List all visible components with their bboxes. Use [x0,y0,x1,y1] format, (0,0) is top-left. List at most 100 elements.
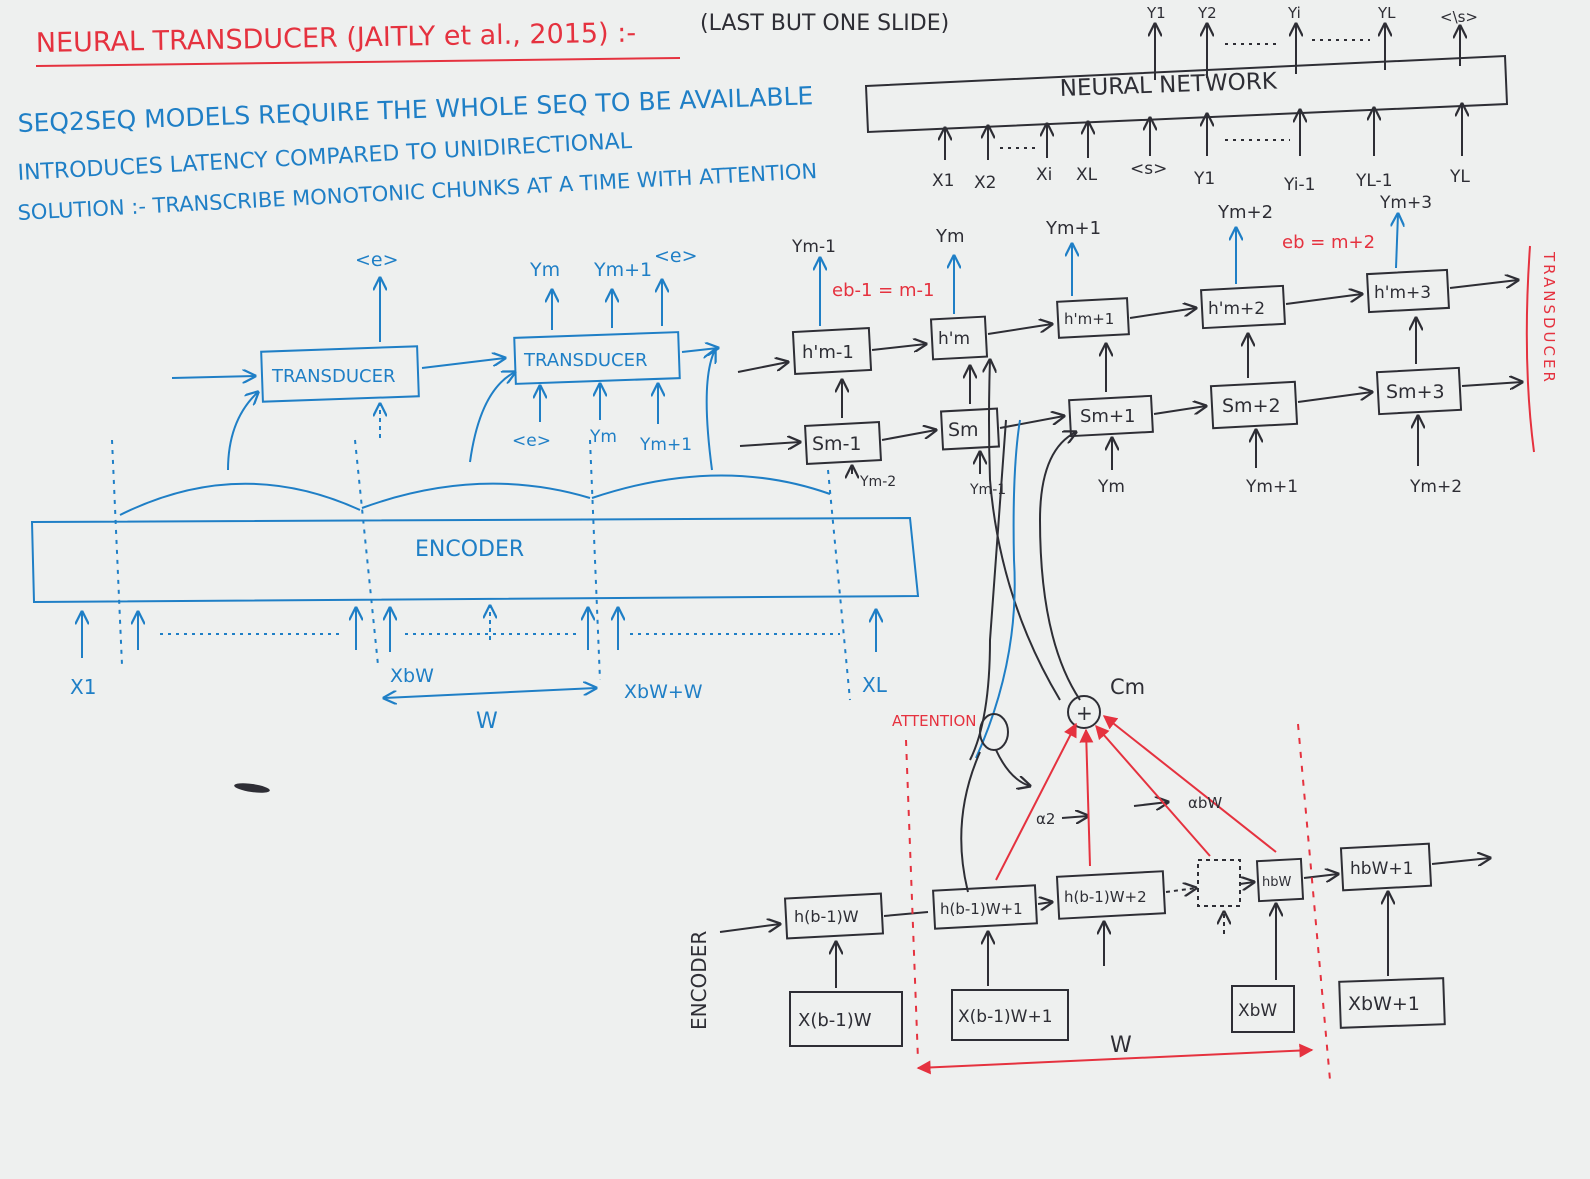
s-in-ym1: Ym+1 [1245,477,1298,497]
enc-h-label-b-1w: h(b-1)W [794,907,859,926]
chunk-diagram-labels: ENCODER TRANSDUCER TRANSDUCER <e> Ym Ym+… [70,245,888,734]
s-in-ym2: Ym+2 [1409,477,1462,497]
nn-in-xi: Xi [1036,165,1052,185]
rnn-out-ym: Ym [935,226,965,247]
transducer-rnn-labels: Ym-1 Ym Ym+1 Ym+2 Ym+3 h'm-1 h'm h'm+1 h… [791,193,1462,498]
s-cell-m [939,407,1001,451]
nn-in-x2: X2 [974,173,996,193]
rnn-out-ym2: Ym+2 [1217,202,1273,223]
marker-pen [234,783,270,793]
enc-input-xbw: XbW [390,665,434,687]
encoder-side-label: ENCODER [687,931,711,1030]
s-label-m2: Sm+2 [1222,395,1281,417]
t2-output-ym1: Ym+1 [593,259,652,281]
enc-x-cell-bw [1231,985,1295,1033]
enc-h-label-bw1: hbW+1 [1350,859,1413,879]
nn-in-yl: YL [1449,167,1470,187]
rnn-out-ym3: Ym+3 [1379,193,1432,213]
enc-x-cell-b-1w [789,991,903,1047]
plus-sign: + [1076,701,1093,725]
seq2seq-inputs: X1 X2 Xi XL <s> Y1 Yi-1 YL-1 YL [932,104,1470,195]
h-label-m1: h'm+1 [1064,310,1114,328]
notes: SEQ2SEQ MODELS REQUIRE THE WHOLE SEQ TO … [17,81,818,225]
h-cell-m-1 [791,326,873,376]
nn-in-x1: X1 [932,171,954,191]
enc-x-cell-bw1 [1338,977,1446,1029]
rnn-out-ym-1: Ym-1 [791,237,836,257]
attention-window-label: W [1110,1033,1132,1058]
alpha-bw-label: αbW [1188,794,1222,812]
transducer-box-1 [260,345,420,403]
s-label-m3: Sm+3 [1386,381,1445,403]
enc-x-label-bw: XbW [1238,1001,1277,1021]
seq2seq-diagram [864,54,1509,134]
title-block: NEURAL TRANSDUCER (JAITLY et al., 2015) … [36,11,949,67]
enc-h-cell-b-1w2 [1055,870,1167,920]
s-in-ym-2: Ym-2 [859,474,896,490]
attention-labels: ATTENTION Cm + α2 αbW ENCODER h(b-1)W h(… [687,675,1420,1058]
t2-input-e: <e> [512,431,551,451]
h-label-m2: h'm+2 [1208,299,1265,319]
encoder-label: ENCODER [415,537,524,562]
enc-input-x1: X1 [70,675,96,699]
enc-input-xbw-w: XbW+W [624,681,703,703]
s-in-ym-1: Ym-1 [969,482,1006,498]
enc-x-label-b-1w: X(b-1)W [798,1010,872,1031]
nn-in-xl: XL [1076,165,1098,185]
enc-h-label-b-1w2: h(b-1)W+2 [1064,888,1147,906]
seq2seq-outputs: Y1 Y2 Yi YL <\s> [1146,4,1478,80]
rnn-out-ym1: Ym+1 [1045,218,1101,239]
attention-diagram [719,695,1490,1047]
h-label-m3: h'm+3 [1374,283,1431,303]
enc-x-label-b-1w1: X(b-1)W+1 [958,1007,1053,1027]
nn-in-sos: <s> [1130,159,1167,179]
nn-out-eos: <\s> [1440,8,1478,26]
h-cell-m1 [1056,297,1130,339]
enc-h-cell-bw [1255,857,1305,903]
nn-out-yi: Yi [1287,4,1301,22]
enc-h-cell-dots [1197,859,1241,907]
h-cell-m2 [1200,284,1286,330]
transducer-rnn-outputs [820,214,1398,759]
s-in-ym: Ym [1097,477,1125,497]
window-label: W [476,709,498,734]
t2-output-ym: Ym [529,259,560,281]
context-label: Cm [1110,675,1145,699]
encoder-box [30,516,920,604]
plus-node [1067,695,1101,729]
nn-in-yl-1: YL-1 [1355,171,1393,191]
nn-out-y1: Y1 [1146,4,1166,22]
h-label-m: h'm [938,329,970,349]
subtitle: (LAST BUT ONE SLIDE) [700,11,949,36]
title: NEURAL TRANSDUCER (JAITLY et al., 2015) … [36,18,637,59]
neural-network-label: NEURAL NETWORK [1059,68,1278,102]
attention-node [979,713,1009,751]
enc-input-xl: XL [862,673,888,697]
eb-prev-label: eb-1 = m-1 [832,280,934,301]
side-transducer-label: TRANSDUCER [1540,251,1558,385]
s-label-m-1: Sm-1 [812,433,862,455]
transducer-label-1: TRANSDUCER [271,366,395,387]
enc-h-label-bw: hbW [1262,875,1291,890]
enc-x-label-bw1: XbW+1 [1348,993,1420,1015]
neural-network-box [864,54,1509,134]
transducer-rnn [737,268,1522,761]
attention-label: ATTENTION [892,712,976,730]
t2-input-ym: Ym [589,427,617,447]
s-cell-m3 [1375,366,1463,416]
transducer-box-2 [513,331,681,385]
attention-red [905,715,1331,1081]
transducer-side-label: TRANSDUCER [1525,245,1558,453]
h-cell-m [929,315,989,361]
t2-input-ym1: Ym+1 [639,435,692,455]
enc-h-cell-b-1w1 [932,884,1038,930]
s-cell-m2 [1209,380,1299,430]
transducer-label-2: TRANSDUCER [523,350,647,371]
nn-in-yi-1: Yi-1 [1283,175,1315,195]
enc-h-label-b-1w1: h(b-1)W+1 [940,900,1023,918]
note-line-1: SEQ2SEQ MODELS REQUIRE THE WHOLE SEQ TO … [17,81,813,138]
s-label-m: Sm [948,419,979,441]
s-label-m1: Sm+1 [1080,406,1136,427]
chunk-diagram [30,278,920,700]
